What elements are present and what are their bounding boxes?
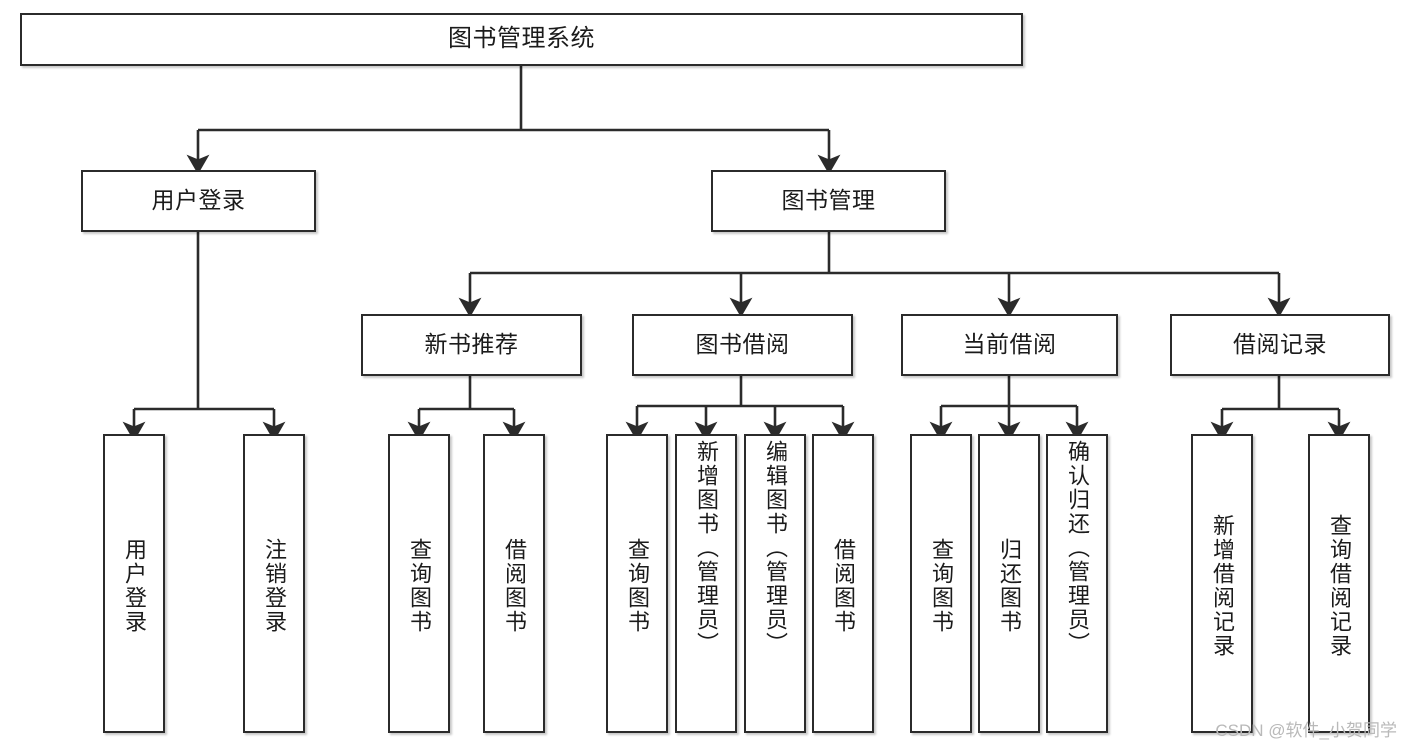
- leaf-label-current-borrow-query: 查询图书: [929, 537, 954, 634]
- leaf-user-login-login[interactable]: 用户登录: [103, 434, 165, 733]
- leaf-current-borrow-return[interactable]: 归还图书: [978, 434, 1040, 733]
- node-user-login[interactable]: 用户登录: [81, 170, 316, 232]
- leaf-label-book-borrow-borrow: 借阅图书: [831, 537, 856, 634]
- connector-group-book-borrow: [625, 376, 855, 442]
- leaf-label-user-login-logout: 注销登录: [262, 537, 287, 634]
- leaf-current-borrow-query[interactable]: 查询图书: [910, 434, 972, 733]
- node-book-borrow[interactable]: 图书借阅: [632, 314, 853, 376]
- leaf-current-borrow-confirm[interactable]: 确认归还（管理员）: [1046, 434, 1108, 733]
- leaf-label-new-book-query: 查询图书: [407, 537, 432, 634]
- leaf-records-query[interactable]: 查询借阅记录: [1308, 434, 1370, 733]
- node-label-borrow-records: 借阅记录: [1233, 331, 1327, 358]
- node-current-borrow[interactable]: 当前借阅: [901, 314, 1118, 376]
- leaf-user-login-logout[interactable]: 注销登录: [243, 434, 305, 733]
- leaf-label-records-add: 新增借阅记录: [1210, 513, 1235, 658]
- node-book-management[interactable]: 图书管理: [711, 170, 946, 232]
- connector-group-root: [186, 66, 841, 175]
- leaf-new-book-query[interactable]: 查询图书: [388, 434, 450, 733]
- leaf-label-new-book-borrow: 借阅图书: [502, 537, 527, 634]
- node-label-user-login: 用户登录: [151, 187, 246, 214]
- node-root-system[interactable]: 图书管理系统: [20, 13, 1023, 66]
- node-new-book-recommend[interactable]: 新书推荐: [361, 314, 582, 376]
- leaf-label-current-borrow-confirm: 确认归还（管理员）: [1065, 440, 1090, 656]
- leaf-book-borrow-query[interactable]: 查询图书: [606, 434, 668, 733]
- leaf-new-book-borrow[interactable]: 借阅图书: [483, 434, 545, 733]
- leaf-records-add[interactable]: 新增借阅记录: [1191, 434, 1253, 733]
- leaf-label-book-borrow-add: 新增图书（管理员）: [694, 440, 719, 656]
- leaf-label-book-borrow-query: 查询图书: [625, 537, 650, 634]
- connector-group-user-login: [122, 232, 286, 442]
- connector-group-new-book: [407, 376, 526, 442]
- node-label-root: 图书管理系统: [448, 25, 595, 53]
- leaf-label-current-borrow-return: 归还图书: [997, 537, 1022, 634]
- connector-group-borrow-records: [1210, 376, 1351, 442]
- leaf-book-borrow-edit[interactable]: 编辑图书（管理员）: [744, 434, 806, 733]
- node-borrow-records[interactable]: 借阅记录: [1170, 314, 1390, 376]
- connector-group-book-manage: [458, 232, 1291, 318]
- leaf-label-records-query: 查询借阅记录: [1327, 513, 1352, 658]
- node-label-book-management: 图书管理: [781, 187, 876, 214]
- node-label-book-borrow: 图书借阅: [695, 331, 790, 358]
- leaf-book-borrow-add[interactable]: 新增图书（管理员）: [675, 434, 737, 733]
- leaf-book-borrow-borrow[interactable]: 借阅图书: [812, 434, 874, 733]
- connector-group-current-borrow: [929, 376, 1089, 442]
- leaf-label-book-borrow-edit: 编辑图书（管理员）: [763, 440, 788, 656]
- leaf-label-user-login-login: 用户登录: [122, 537, 147, 634]
- node-label-current-borrow: 当前借阅: [962, 331, 1057, 358]
- node-label-new-book-recommend: 新书推荐: [424, 331, 519, 358]
